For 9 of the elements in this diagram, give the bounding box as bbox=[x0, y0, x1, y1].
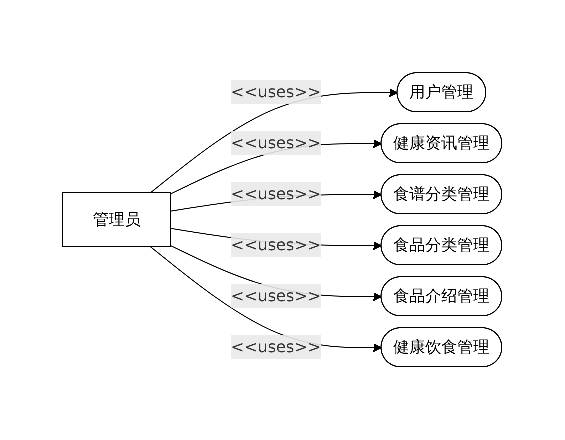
arrow bbox=[150, 246, 382, 352]
edge-label: <<uses>> bbox=[230, 133, 322, 152]
edge-label: <<uses>> bbox=[230, 235, 322, 254]
edge-label: <<uses>> bbox=[230, 286, 322, 306]
node-box bbox=[62, 192, 172, 248]
edge-label: <<uses>> bbox=[230, 82, 322, 102]
edge-label: <<uses>> bbox=[230, 184, 322, 204]
arrow bbox=[150, 88, 398, 194]
edge-label: <<uses>> bbox=[230, 337, 322, 356]
